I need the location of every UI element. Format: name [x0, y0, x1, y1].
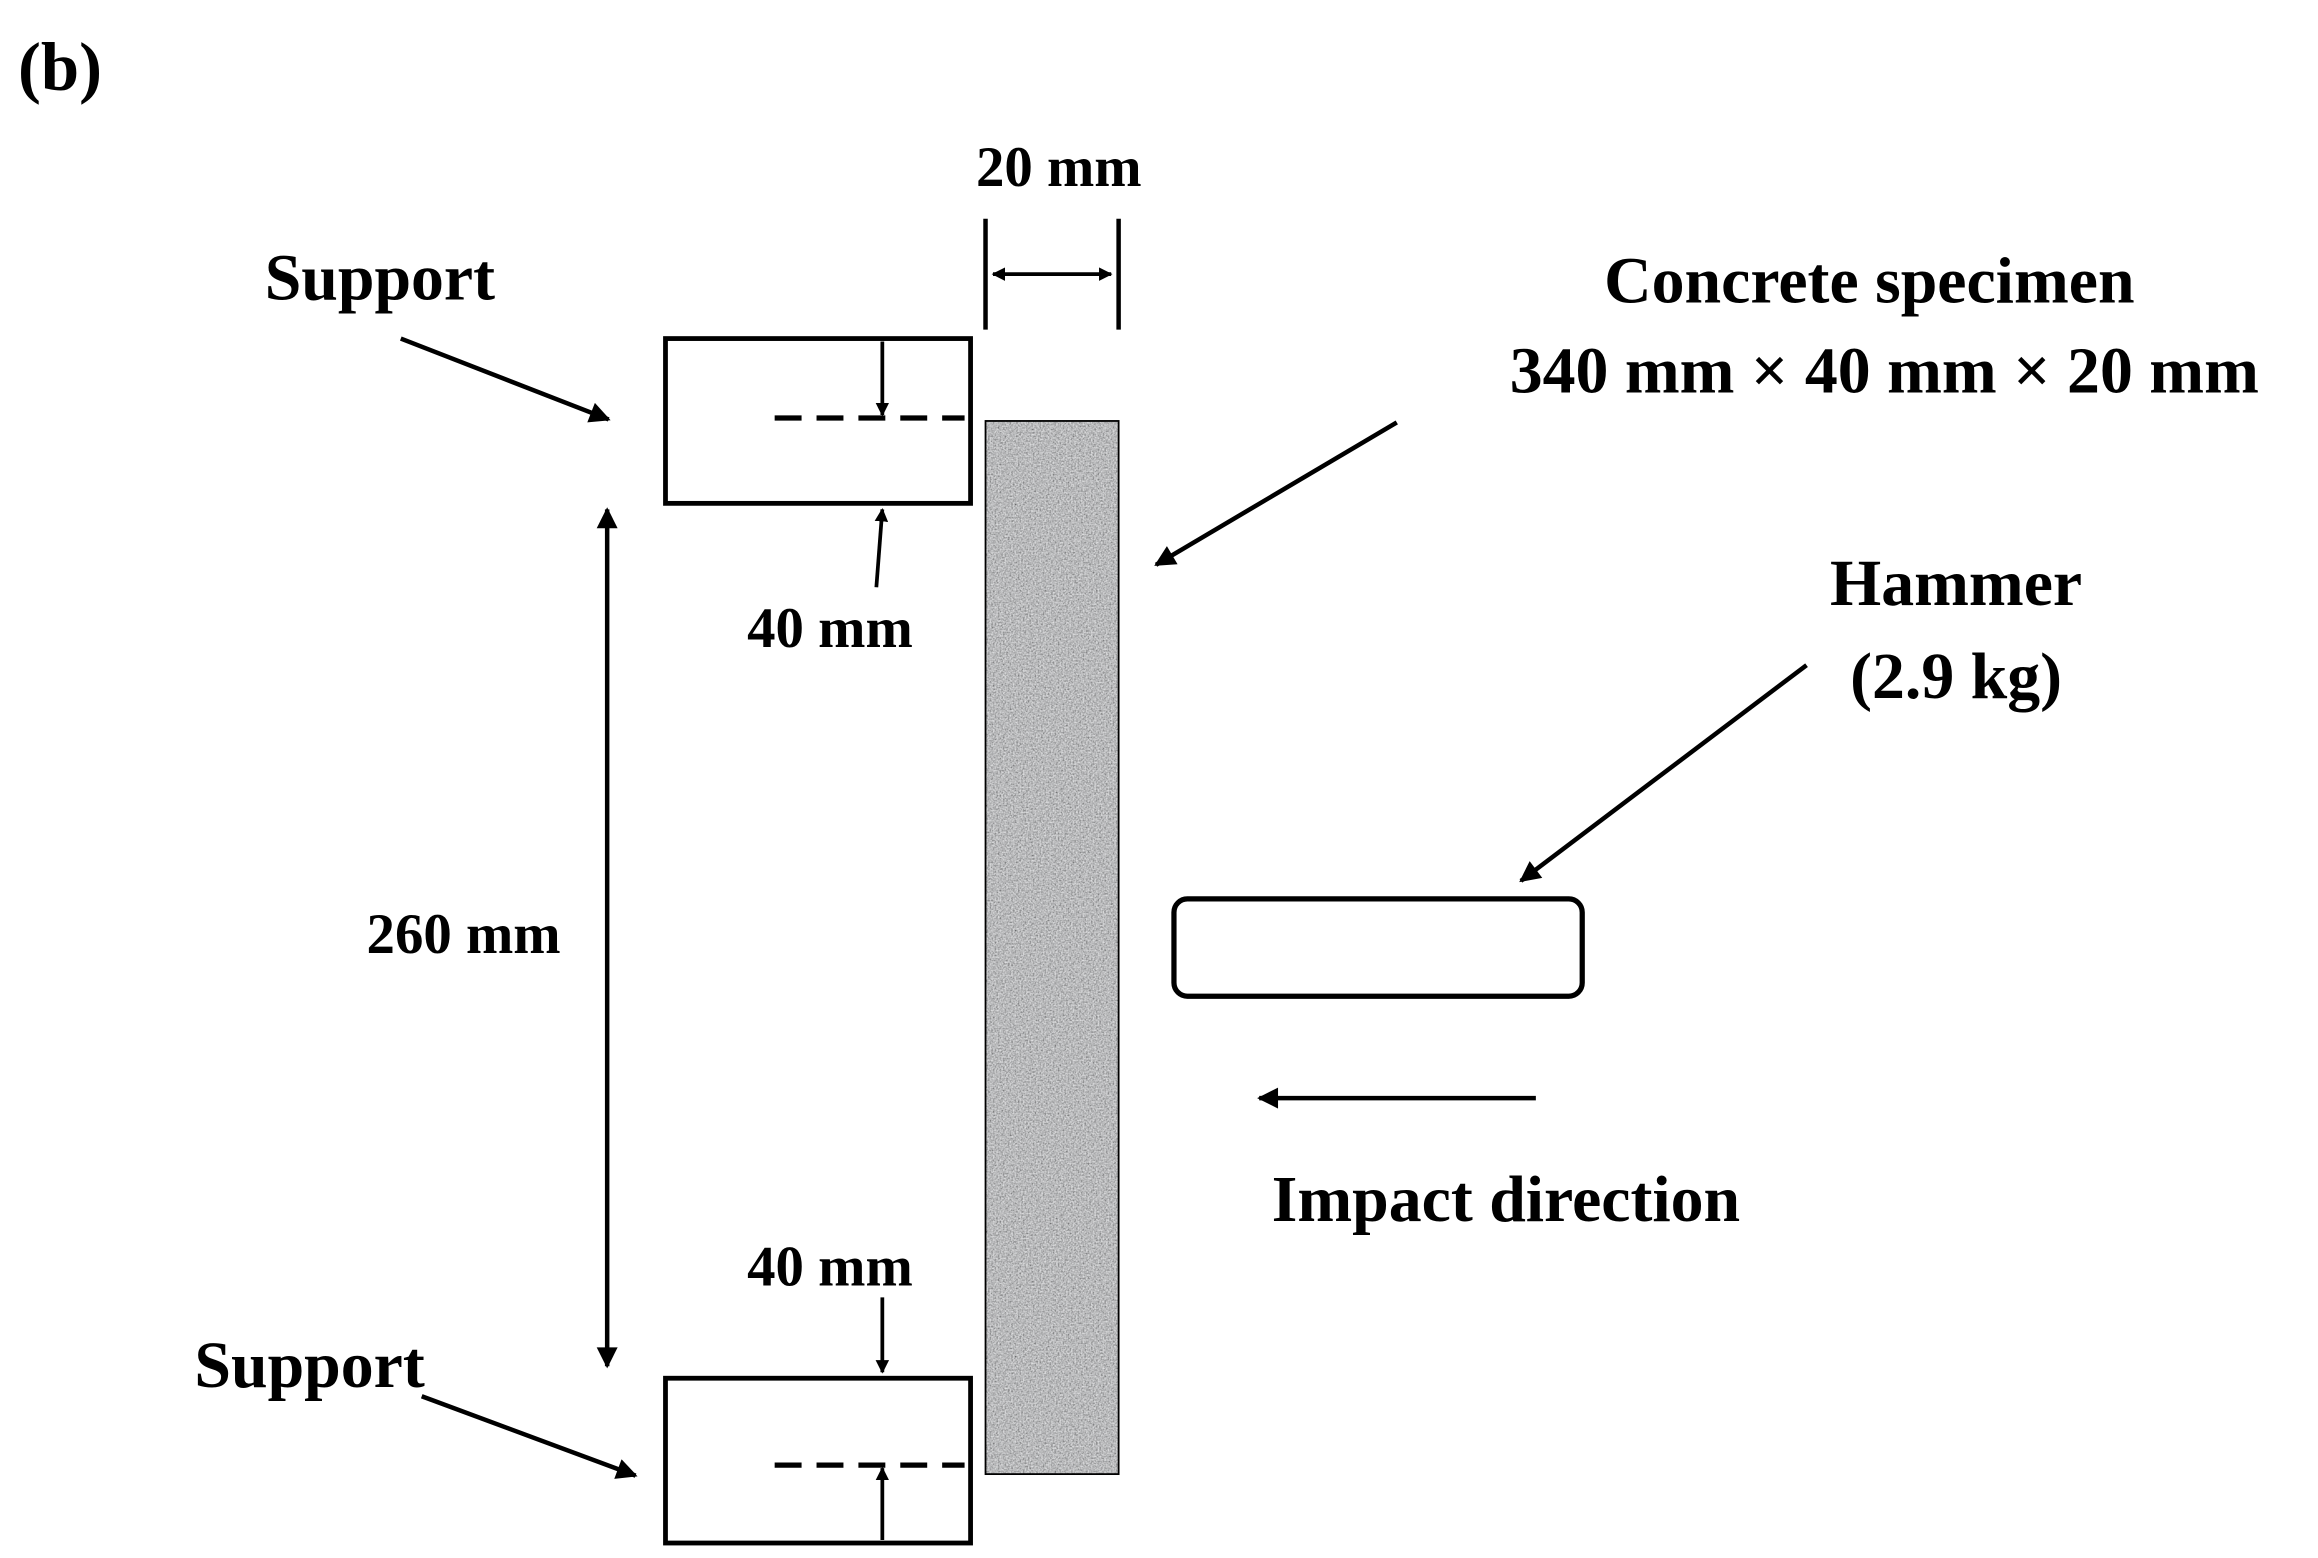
bottom-offset-label: 40 mm — [747, 1235, 913, 1298]
hammer — [1171, 896, 1585, 999]
hammer-title-label: Hammer — [1830, 547, 2082, 620]
top-support-label: Support — [265, 242, 495, 315]
top-offset-arrow — [874, 508, 889, 588]
bottom-support-arrow — [420, 1394, 638, 1479]
specimen-dimensions-label: 340 mm × 40 mm × 20 mm — [1510, 334, 2259, 407]
top-support-block — [663, 336, 973, 506]
specimen-width-label: 20 mm — [976, 136, 1142, 199]
bottom-support-label: Support — [194, 1329, 424, 1402]
specimen-arrow — [1154, 420, 1398, 567]
hammer-arrow — [1519, 663, 1808, 883]
concrete-specimen — [984, 420, 1120, 1476]
span-label: 260 mm — [367, 903, 561, 966]
hammer-mass-label: (2.9 kg) — [1850, 640, 2062, 713]
panel-label: (b) — [18, 29, 102, 105]
top-support-arrow — [399, 336, 611, 423]
top-offset-label: 40 mm — [747, 597, 913, 660]
specimen-width-dimension — [983, 218, 1121, 330]
bottom-support-block — [663, 1375, 973, 1546]
specimen-title-label: Concrete specimen — [1604, 245, 2134, 318]
impact-direction-label: Impact direction — [1272, 1163, 1740, 1236]
